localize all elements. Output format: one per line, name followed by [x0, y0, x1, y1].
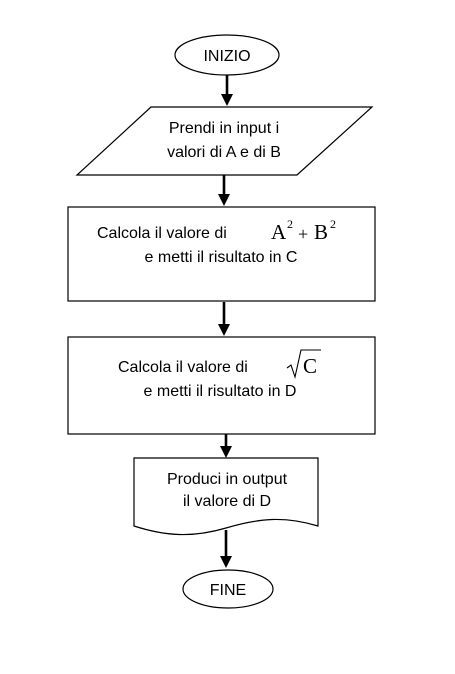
output-document: Produci in output il valore di D [133, 457, 319, 536]
end-terminator: FINE [182, 569, 274, 609]
start-terminator: INIZIO [174, 34, 280, 76]
input-shape [75, 106, 374, 176]
arrowhead [221, 94, 233, 106]
process-box-2: Calcola il valore di C e metti il risult… [67, 336, 376, 435]
math-radicand-c: C [303, 354, 317, 378]
connector-process2-to-output [220, 434, 232, 458]
math-exponent-b: 2 [330, 217, 336, 231]
math-term-a: A [271, 220, 287, 244]
process-1-rect [67, 206, 376, 302]
output-line-2: il valore di D [183, 493, 271, 510]
output-shape [133, 457, 319, 536]
start-label: INIZIO [203, 48, 250, 65]
math-operator-plus: + [298, 224, 308, 244]
output-line-1: Produci in output [167, 471, 288, 488]
arrowhead [220, 556, 232, 568]
arrowhead [220, 446, 232, 458]
connector-input-to-process1 [218, 175, 230, 206]
end-ellipse [182, 569, 274, 609]
process-2-prefix: Calcola il valore di [118, 359, 248, 376]
process-2-rect [67, 336, 376, 435]
arrowhead [218, 194, 230, 206]
process-2-line-2: e metti il risultato in D [144, 383, 297, 400]
end-label: FINE [210, 582, 246, 599]
math-term-b: B [314, 220, 328, 244]
input-parallelogram: Prendi in input i valori di A e di B [75, 106, 374, 176]
process-box-1: Calcola il valore di A 2 + B 2 e metti i… [67, 206, 376, 302]
connector-start-to-input [221, 75, 233, 106]
input-line-2: valori di A e di B [167, 144, 281, 161]
process-1-line-2: e metti il risultato in C [145, 249, 298, 266]
arrowhead [218, 324, 230, 336]
math-exponent-a: 2 [287, 217, 293, 231]
connector-process1-to-process2 [218, 302, 230, 336]
process-1-prefix: Calcola il valore di [97, 225, 227, 242]
square-root-symbol [286, 349, 321, 380]
connector-output-to-end [220, 530, 232, 568]
input-line-1: Prendi in input i [169, 120, 279, 137]
